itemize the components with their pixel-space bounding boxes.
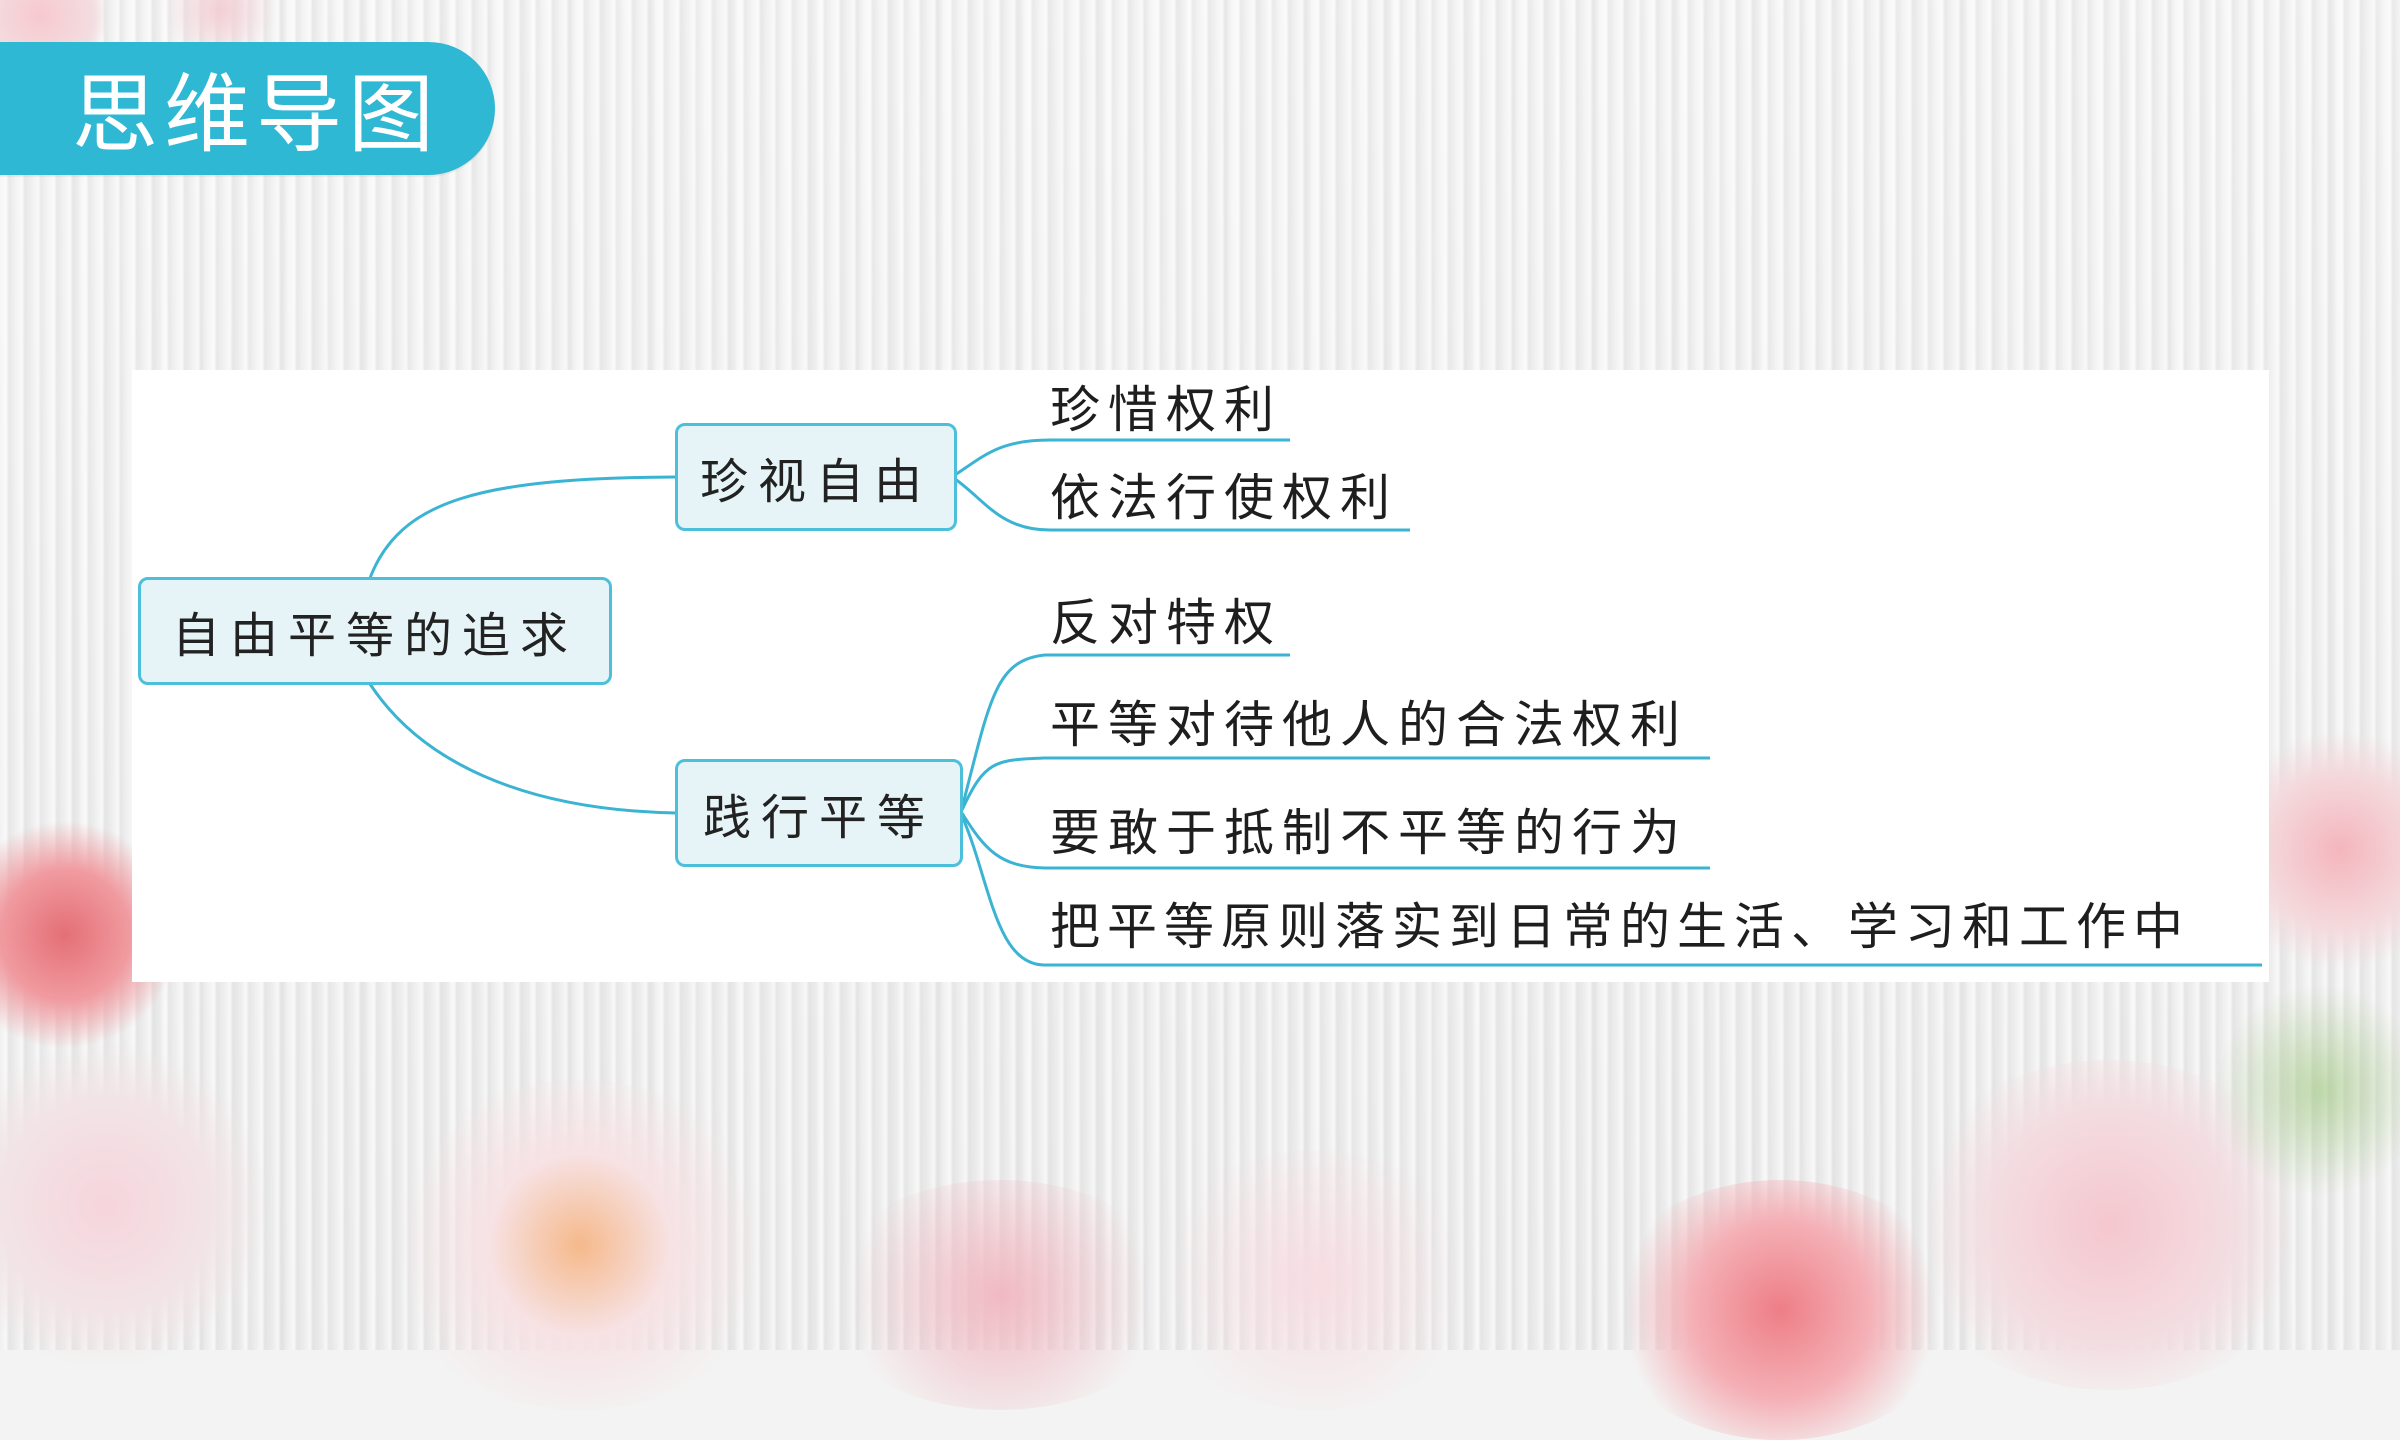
link-leaf-1-1 <box>954 438 1290 477</box>
leaf-node: 珍惜权利 <box>1050 381 1282 439</box>
mindmap-connectors <box>368 438 2262 967</box>
link-leaf-1-2 <box>954 477 1410 532</box>
section-title: 思维导图 <box>72 64 440 165</box>
link-leaf-2-4 <box>960 815 2262 967</box>
branch-node-2: 践行平等 <box>675 759 963 867</box>
section-header-badge: 思维导图 <box>0 42 495 175</box>
branch-node-1: 珍视自由 <box>675 423 957 531</box>
link-root-branch1 <box>368 475 677 579</box>
leaf-node: 要敢于抵制不平等的行为 <box>1050 804 1688 862</box>
link-leaf-2-1 <box>960 653 1290 809</box>
leaf-node: 把平等原则落实到日常的生活、学习和工作中 <box>1050 898 2190 956</box>
link-leaf-2-2 <box>960 756 1710 811</box>
branch-label: 珍视自由 <box>699 454 932 510</box>
root-label: 自由平等的追求 <box>171 608 578 664</box>
branch-label: 践行平等 <box>702 790 935 846</box>
leaf-node: 平等对待他人的合法权利 <box>1050 696 1688 754</box>
mindmap-root-node: 自由平等的追求 <box>138 577 612 685</box>
link-root-branch2 <box>368 683 677 815</box>
leaf-node: 反对特权 <box>1050 594 1282 652</box>
link-leaf-2-3 <box>960 812 1710 870</box>
leaf-node: 依法行使权利 <box>1050 469 1398 527</box>
